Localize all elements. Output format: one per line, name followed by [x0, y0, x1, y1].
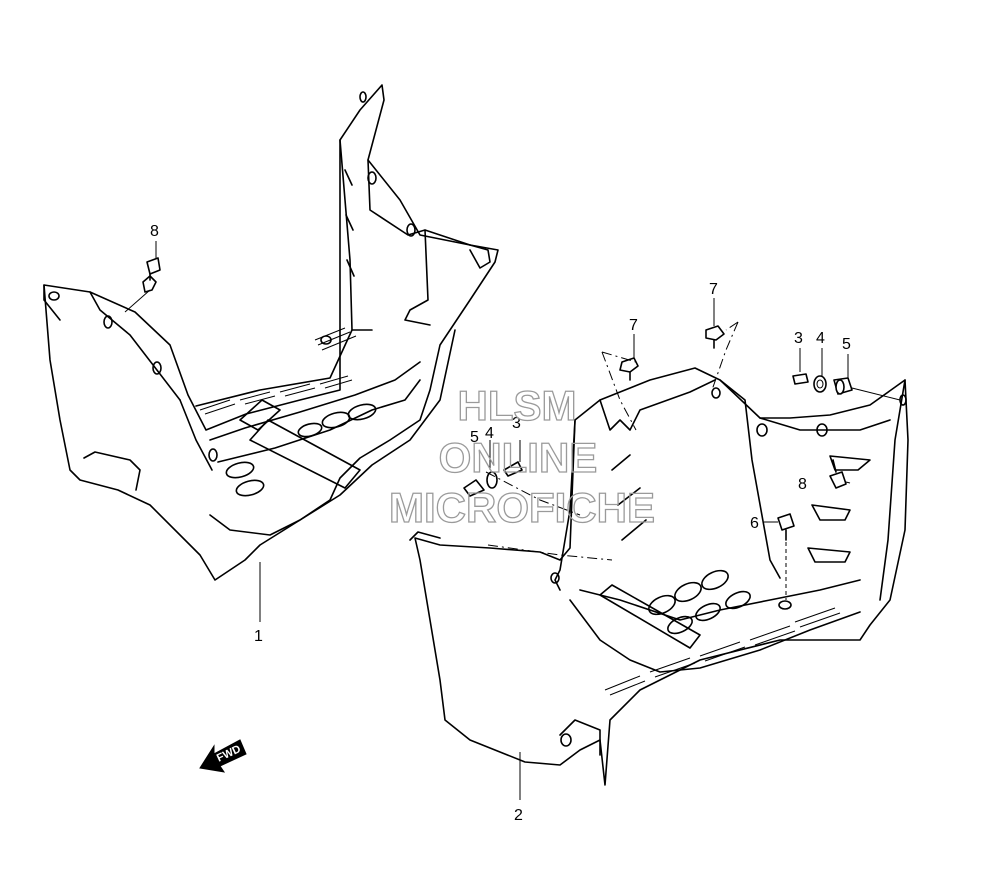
callout-5-left: 5 — [470, 429, 479, 446]
leader-lines — [124, 241, 901, 800]
forward-direction-arrow: FWD — [199, 739, 247, 773]
callout-5-right: 5 — [842, 336, 851, 353]
fastener-7-right[interactable] — [705, 325, 725, 349]
callout-7-left: 7 — [629, 317, 638, 334]
callout-8-right: 8 — [798, 476, 807, 493]
callout-6: 6 — [750, 515, 759, 532]
fastener-6[interactable] — [777, 513, 795, 541]
part-2-right-footrest[interactable] — [409, 367, 909, 786]
fastener-8-right[interactable] — [829, 459, 847, 489]
callout-labels: 8 1 2 7 7 3 4 5 8 6 5 4 3 — [150, 223, 851, 824]
watermark-line-3: MICROFICHE — [389, 484, 655, 531]
watermark-line-1: HLSM — [458, 382, 577, 429]
callout-4-left: 4 — [485, 425, 494, 442]
callout-8-left: 8 — [150, 223, 159, 240]
callout-3-left: 3 — [512, 415, 521, 432]
callout-3-right: 3 — [794, 330, 803, 347]
watermark-line-2: ONLINE — [439, 434, 598, 481]
watermark: HLSM ONLINE MICROFICHE — [388, 381, 655, 531]
callout-4-right: 4 — [816, 330, 825, 347]
callout-2: 2 — [514, 807, 523, 824]
fastener-8-left[interactable] — [142, 257, 161, 293]
fastener-7-left[interactable] — [619, 357, 639, 381]
callout-7-right: 7 — [709, 281, 718, 298]
callout-1: 1 — [254, 628, 263, 645]
fastener-3-4-5-left[interactable] — [463, 461, 523, 497]
part-1-left-footrest[interactable] — [43, 84, 499, 581]
fastener-3-4-5-right[interactable] — [792, 373, 853, 395]
